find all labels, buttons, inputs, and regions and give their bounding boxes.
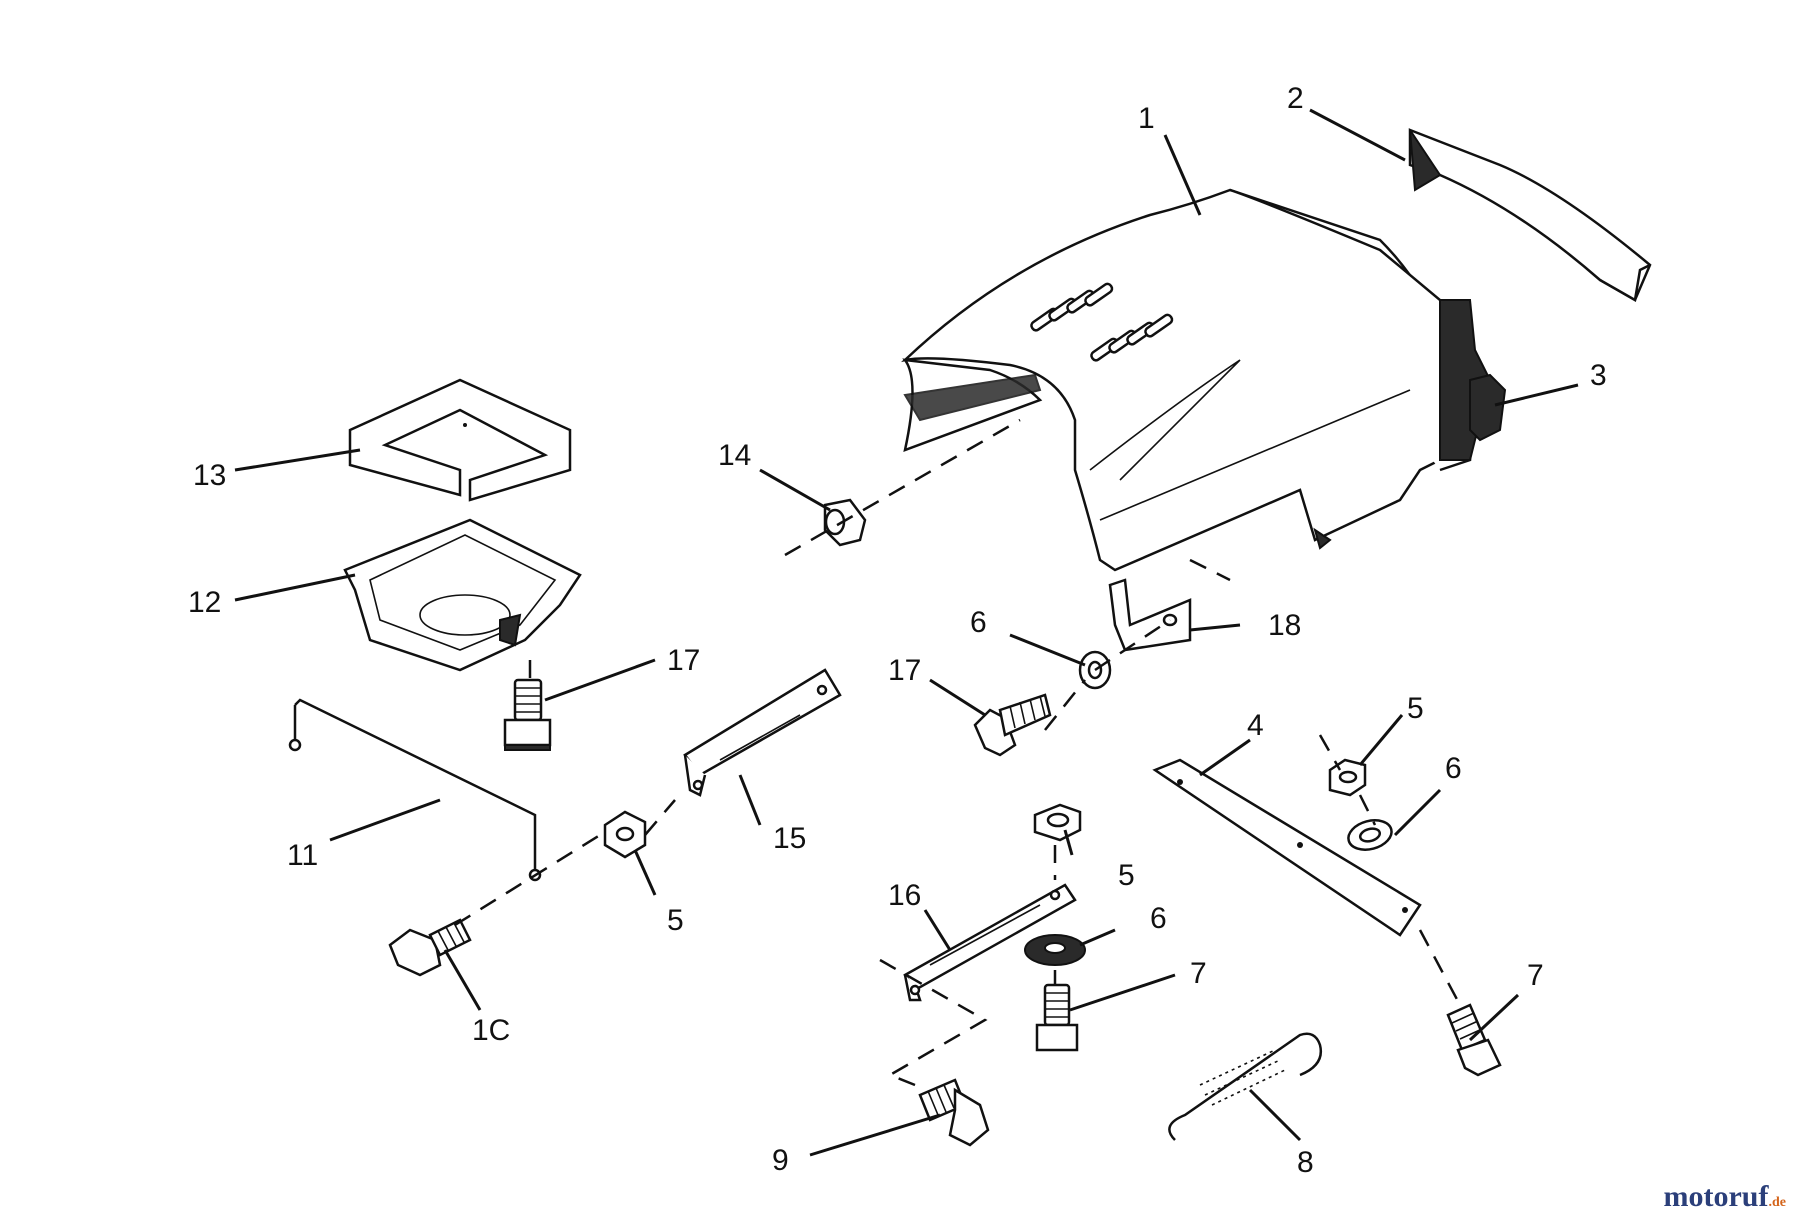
- callout-1: 1: [1138, 102, 1155, 135]
- bolt-10: [388, 918, 472, 977]
- nut-5-left: [603, 810, 647, 859]
- bolt-17-mid: [973, 693, 1052, 757]
- callout-7-right: 7: [1527, 959, 1544, 992]
- callout-6-mid: 6: [970, 606, 987, 639]
- callout-5-center: 5: [1118, 859, 1135, 892]
- callout-numbers: 1 2 3 4 5 6 5 6 7 7 8 9 1C 11 12 13 14 1…: [188, 82, 1607, 1179]
- washer-6-center: [1024, 934, 1086, 966]
- bracket-16: [903, 883, 1077, 1002]
- support-rod: [288, 698, 542, 882]
- bolt-17-left: [503, 678, 552, 751]
- callout-14: 14: [718, 439, 751, 472]
- callout-17-mid: 17: [888, 654, 921, 687]
- bolt-7-center: [1035, 983, 1079, 1052]
- callout-17-left: 17: [667, 644, 700, 677]
- nut-5-right: [1328, 758, 1367, 797]
- headlight-grille: [1469, 373, 1507, 442]
- callout-11: 11: [287, 839, 318, 872]
- mounting-bracket-15: [683, 668, 842, 797]
- callout-9: 9: [772, 1144, 789, 1177]
- grommet: [823, 498, 867, 547]
- callout-5-right: 5: [1407, 692, 1424, 725]
- callout-4: 4: [1247, 709, 1264, 742]
- washer-6-right: [1347, 819, 1393, 851]
- callout-2: 2: [1287, 82, 1304, 115]
- vent-slots: [1030, 282, 1174, 362]
- leader-lines: [234, 108, 1579, 1157]
- callout-12: 12: [188, 586, 221, 619]
- foam-seal: [348, 378, 572, 502]
- callout-18: 18: [1268, 609, 1301, 642]
- bolt-7-right: [1446, 1003, 1502, 1077]
- assembly-lines: [454, 418, 1462, 1087]
- callout-16: 16: [888, 879, 921, 912]
- callout-7-center: 7: [1190, 957, 1207, 990]
- callout-6-right: 6: [1445, 752, 1462, 785]
- front-plate-4: [1152, 758, 1422, 937]
- watermark-suffix: .de: [1768, 1195, 1787, 1210]
- callout-8: 8: [1297, 1146, 1314, 1179]
- callout-10: 1C: [472, 1014, 510, 1047]
- callout-13: 13: [193, 459, 226, 492]
- watermark-name: motoruf: [1663, 1180, 1769, 1213]
- hood-cover: [901, 188, 1492, 572]
- nut-5-center: [1033, 803, 1082, 842]
- callout-5-left: 5: [667, 904, 684, 937]
- storage-tray: [343, 518, 582, 672]
- clip-bracket-18: [1108, 578, 1192, 652]
- decal-strip: [1408, 128, 1652, 302]
- callout-3: 3: [1590, 359, 1607, 392]
- watermark-logo: motoruf.de: [1664, 1180, 1786, 1214]
- callout-6-center: 6: [1150, 902, 1167, 935]
- callout-15: 15: [773, 822, 806, 855]
- spring-clip-8: [1168, 1032, 1323, 1141]
- bolt-9: [918, 1078, 990, 1147]
